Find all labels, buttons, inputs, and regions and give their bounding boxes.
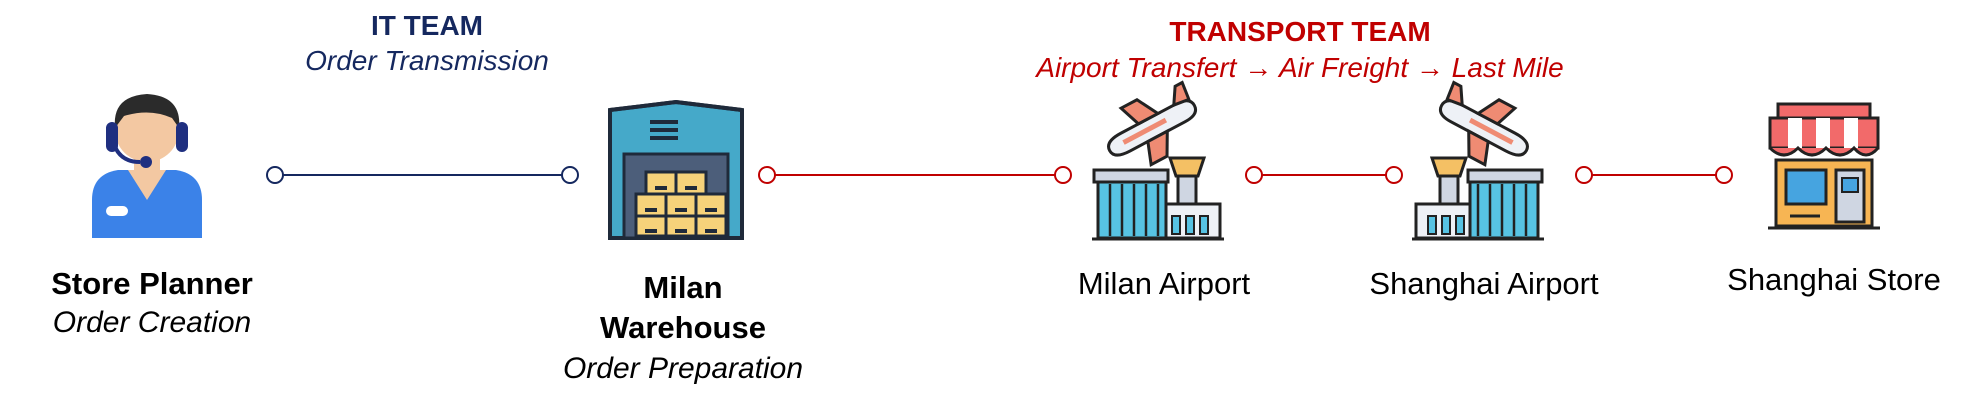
freight-connector-end-dot	[1385, 166, 1403, 184]
transport-team-subtitle: Airport Transfert → Air Freight → Last M…	[1036, 52, 1564, 83]
milan-airport-icon	[1090, 75, 1226, 241]
it-team-title: IT TEAM	[371, 10, 483, 41]
call-center-agent-icon	[92, 94, 202, 238]
shanghai-airport-name: Shanghai Airport	[1369, 266, 1599, 301]
last-mile-connector-end-dot	[1715, 166, 1733, 184]
freight-connector-start-dot	[1245, 166, 1263, 184]
store-planner-role: Order Creation	[52, 306, 252, 339]
shanghai-store-name: Shanghai Store	[1727, 262, 1941, 297]
it-connector	[266, 166, 579, 184]
warehouse-name-line2: Warehouse	[600, 310, 766, 345]
freight-connector	[1245, 166, 1403, 184]
transfer-connector-start-dot	[758, 166, 776, 184]
it-connector-start-dot	[266, 166, 284, 184]
store-icon	[1768, 102, 1880, 230]
milan-airport-name: Milan Airport	[1077, 266, 1251, 301]
store-planner-name: Store Planner	[51, 266, 253, 301]
transfer-connector-end-dot	[1054, 166, 1072, 184]
warehouse-icon	[608, 99, 744, 240]
warehouse-role: Order Preparation	[562, 352, 804, 385]
it-connector-end-dot	[561, 166, 579, 184]
last-mile-connector	[1575, 166, 1733, 184]
transport-team-title: TRANSPORT TEAM	[1169, 16, 1431, 47]
it-team-subtitle: Order Transmission	[305, 45, 549, 76]
transfer-connector	[758, 166, 1072, 184]
last-mile-connector-start-dot	[1575, 166, 1593, 184]
warehouse-name-line1: Milan	[643, 270, 723, 305]
shanghai-airport-icon	[1410, 75, 1546, 241]
